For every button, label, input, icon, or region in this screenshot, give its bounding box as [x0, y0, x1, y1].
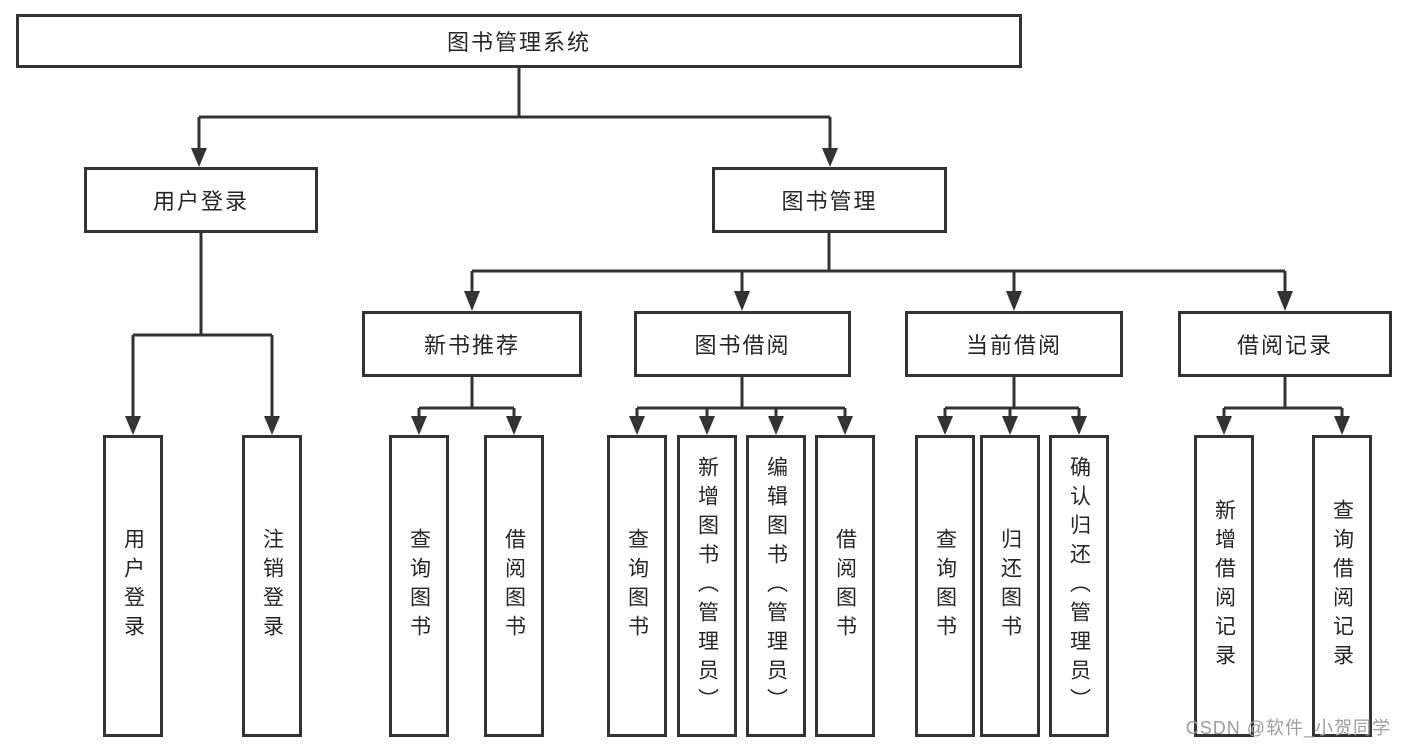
node-book-borrowing: 图书借阅: [634, 311, 851, 377]
node-current-borrowing: 当前借阅: [905, 311, 1123, 377]
node-borrowing-records: 借阅记录: [1178, 311, 1392, 377]
node-leaf-add-books-admin: 新增图书（管理员）: [677, 435, 737, 737]
node-label: 确认归还（管理员）: [1067, 455, 1091, 717]
node-library-management-system: 图书管理系统: [16, 14, 1022, 68]
node-label: 新增图书（管理员）: [695, 455, 719, 717]
node-label: 新书推荐: [423, 333, 520, 358]
node-leaf-add-borrow-record: 新增借阅记录: [1194, 435, 1254, 737]
node-label: 图书管理系统: [446, 30, 591, 55]
node-label: 归还图书: [998, 528, 1022, 644]
node-label: 图书借阅: [694, 333, 791, 358]
node-label: 注销登录: [260, 528, 284, 644]
node-user-login: 用户登录: [84, 167, 318, 233]
node-leaf-query-books-recommend: 查询图书: [389, 435, 449, 737]
node-label: 借阅记录: [1236, 333, 1333, 358]
node-label: 用户登录: [121, 528, 145, 644]
node-new-book-recommendation: 新书推荐: [362, 311, 582, 377]
node-label: 图书管理: [781, 189, 878, 214]
node-label: 查询图书: [407, 528, 431, 644]
csdn-watermark: CSDN @软件_小贺同学: [1185, 718, 1391, 738]
node-leaf-query-books-current: 查询图书: [915, 435, 975, 737]
node-label: 编辑图书（管理员）: [764, 455, 788, 717]
node-label: 查询图书: [625, 528, 649, 644]
node-label: 查询借阅记录: [1330, 499, 1354, 673]
node-leaf-edit-books-admin: 编辑图书（管理员）: [746, 435, 806, 737]
node-leaf-query-borrow-record: 查询借阅记录: [1312, 435, 1372, 737]
node-leaf-borrow-books-recommend: 借阅图书: [484, 435, 544, 737]
node-label: 当前借阅: [965, 333, 1062, 358]
node-label: 查询图书: [933, 528, 957, 644]
node-leaf-confirm-return-admin: 确认归还（管理员）: [1049, 435, 1109, 737]
node-leaf-user-login: 用户登录: [103, 435, 163, 737]
node-leaf-logout: 注销登录: [242, 435, 302, 737]
node-label: 新增借阅记录: [1212, 499, 1236, 673]
node-leaf-query-books-borrowing: 查询图书: [607, 435, 667, 737]
node-leaf-borrow-books: 借阅图书: [815, 435, 875, 737]
node-label: 借阅图书: [502, 528, 526, 644]
node-label: 借阅图书: [833, 528, 857, 644]
node-leaf-return-books: 归还图书: [980, 435, 1040, 737]
node-label: 用户登录: [152, 189, 249, 214]
node-book-management: 图书管理: [712, 167, 947, 233]
